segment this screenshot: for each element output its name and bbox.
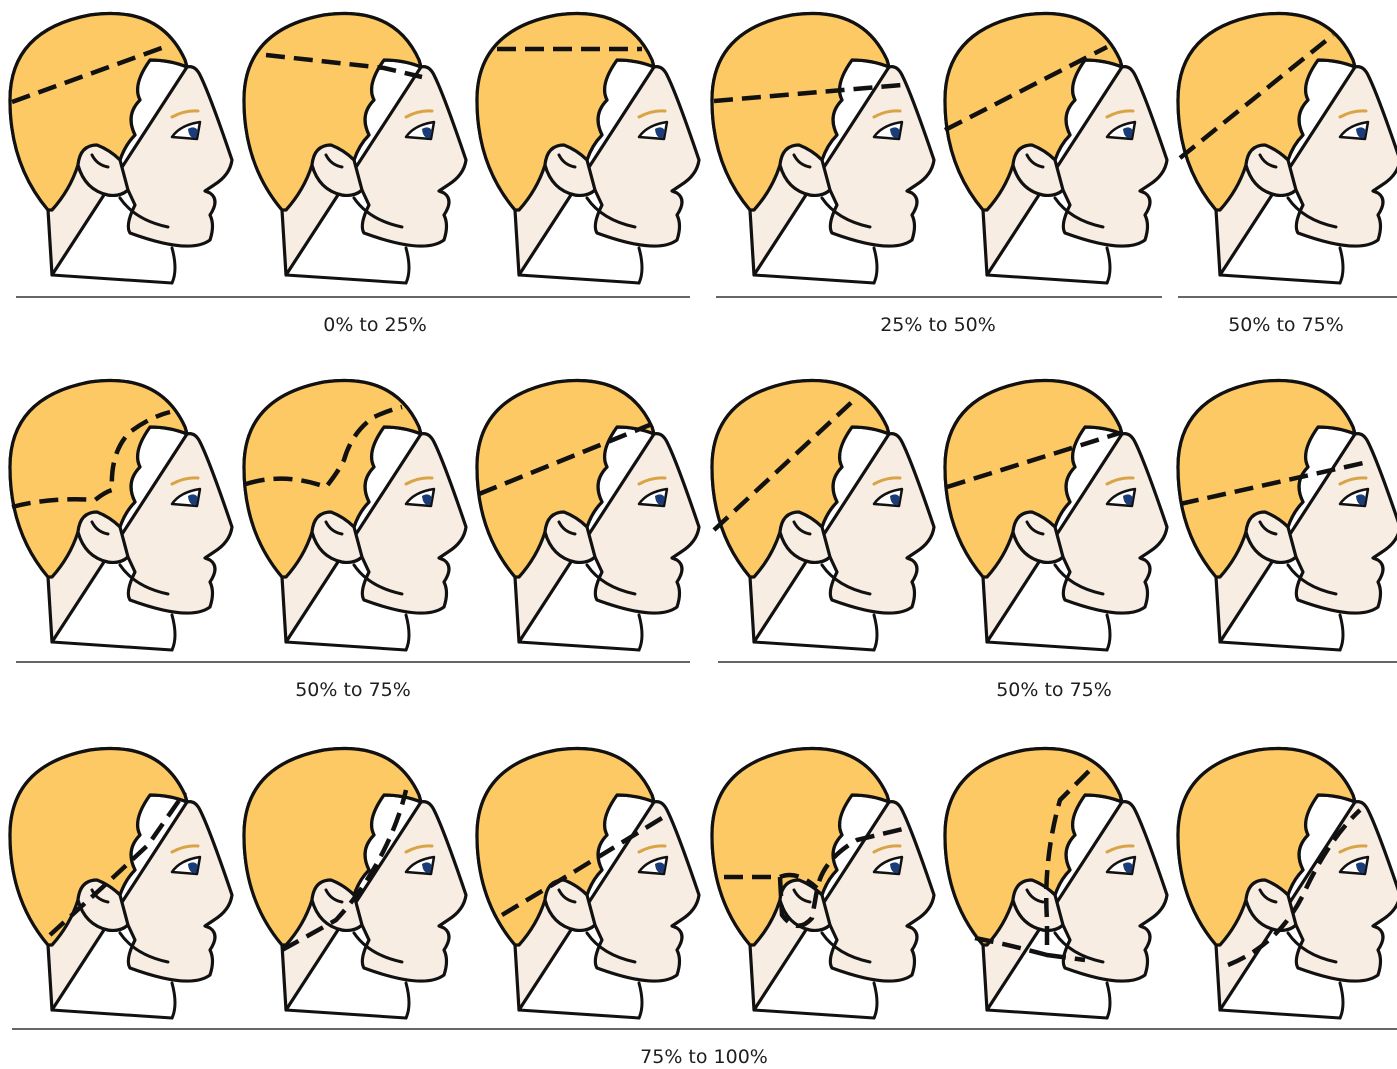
head-profile-icon — [945, 380, 1167, 650]
head-profile-icon — [712, 380, 934, 650]
head-profile-icon — [10, 380, 232, 650]
head-profile-icon — [477, 13, 699, 283]
section-caption: 50% to 75% — [1228, 314, 1344, 336]
head-profile-icon — [244, 13, 466, 283]
head-profile-icon — [10, 748, 232, 1018]
head-profile-icon — [477, 748, 699, 1018]
head-profile-icon — [712, 13, 934, 283]
section-caption: 0% to 25% — [323, 314, 427, 336]
head-profile-icon — [244, 380, 466, 650]
section-caption: 75% to 100% — [640, 1046, 768, 1068]
head-profile-icon — [1178, 380, 1397, 650]
head-profile-icon — [712, 748, 934, 1018]
head-profile-icon — [1178, 748, 1397, 1018]
head-profile-icon — [10, 13, 232, 283]
head-profile-icon — [945, 13, 1167, 283]
head-profile-icon — [477, 380, 699, 650]
section-caption: 50% to 75% — [996, 679, 1112, 701]
head-profile-icon — [1178, 13, 1397, 283]
head-profile-icon — [244, 748, 466, 1018]
section-caption: 50% to 75% — [295, 679, 411, 701]
head-profile-icon — [945, 748, 1167, 1018]
section-caption: 25% to 50% — [880, 314, 996, 336]
